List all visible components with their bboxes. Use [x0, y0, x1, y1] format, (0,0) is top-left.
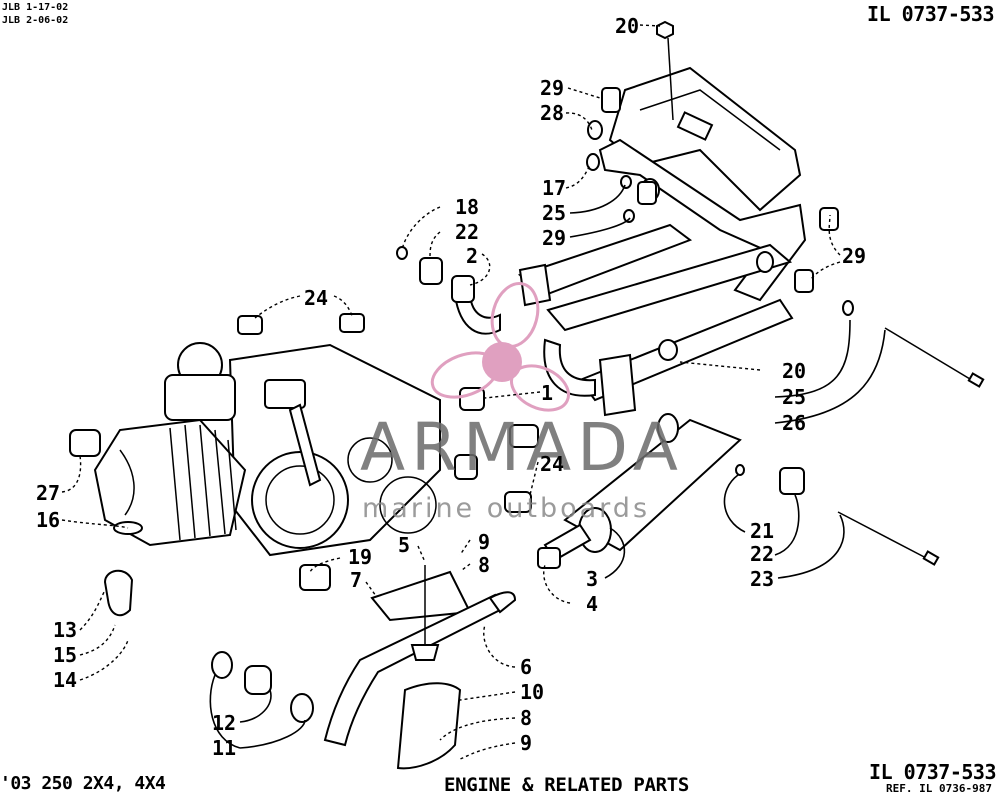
callout-label: 17 [542, 176, 566, 200]
callout-label: 23 [750, 567, 774, 591]
callout-label: 8 [478, 553, 490, 577]
callout-label: 7 [350, 568, 362, 592]
watermark: ARMADA marine outboards [360, 282, 684, 524]
callout-label: 22 [455, 220, 479, 244]
frame-assembly [453, 66, 807, 417]
watermark-tagline: marine outboards [362, 493, 650, 524]
illustration-number-top: IL 0737-533 [867, 2, 994, 26]
callout-label: 29 [540, 76, 564, 100]
leader-lines [61, 24, 886, 761]
callout-label: 21 [750, 519, 774, 543]
exhaust-system [103, 413, 742, 770]
callout-label: 4 [586, 592, 598, 616]
callout-label: 20 [615, 14, 639, 38]
revision-note-1: JLB 1-17-02 [2, 2, 69, 13]
reference-number: REF. IL 0736-987 [886, 782, 992, 795]
callout-label: 25 [782, 385, 806, 409]
callout-label: 18 [455, 195, 479, 219]
revision-note-2: JLB 2-06-02 [2, 15, 69, 26]
callout-label: 13 [53, 618, 77, 642]
callout-label: 11 [212, 736, 236, 760]
callout-label: 28 [540, 101, 564, 125]
callout-label: 10 [520, 680, 544, 704]
bushings-hardware [69, 20, 985, 566]
callout-label: 14 [53, 668, 77, 692]
callout-label: 1 [541, 381, 553, 405]
callout-label: 22 [750, 542, 774, 566]
callout-label: 3 [586, 567, 598, 591]
watermark-logo [430, 282, 570, 412]
engine-block [93, 342, 441, 557]
callout-label: 20 [782, 359, 806, 383]
callout-label: 27 [36, 481, 60, 505]
callout-label: 9 [478, 530, 490, 554]
callout-label: 9 [520, 731, 532, 755]
callout-label: 24 [540, 452, 564, 476]
callout-label: 5 [398, 533, 410, 557]
callout-labels: 20 29 28 17 25 29 18 22 2 29 24 1 20 25 … [36, 14, 866, 760]
callout-label: 29 [542, 226, 566, 250]
callout-label: 24 [304, 286, 328, 310]
callout-label: 29 [842, 244, 866, 268]
callout-label: 8 [520, 706, 532, 730]
watermark-brand: ARMADA [360, 409, 684, 486]
callout-label: 16 [36, 508, 60, 532]
illustration-number-bottom: IL 0737-533 [869, 760, 996, 784]
callout-label: 2 [466, 244, 478, 268]
diagram-title: ENGINE & RELATED PARTS [444, 774, 690, 796]
callout-label: 15 [53, 643, 77, 667]
callout-label: 6 [520, 655, 532, 679]
callout-label: 12 [212, 711, 236, 735]
callout-label: 26 [782, 411, 806, 435]
model-caption: '03 250 2X4, 4X4 [0, 773, 166, 794]
callout-label: 25 [542, 201, 566, 225]
callout-label: 19 [348, 545, 372, 569]
